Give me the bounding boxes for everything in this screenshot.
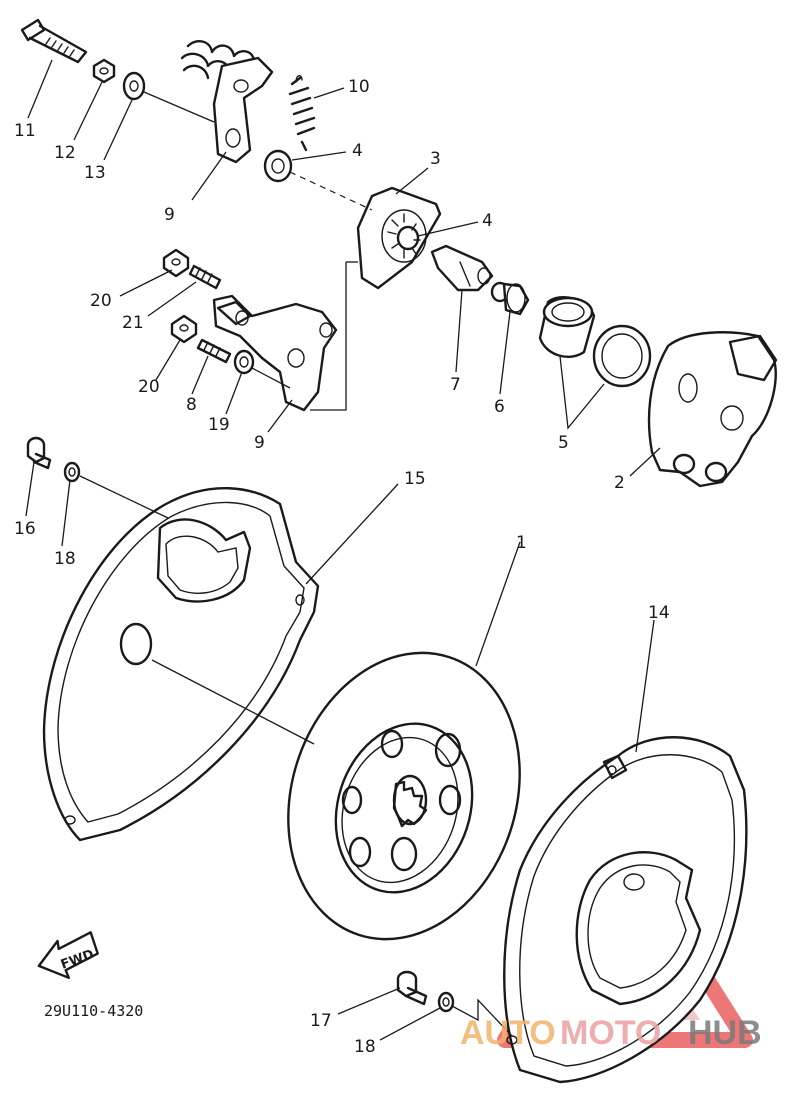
callout-15: 14 [648, 603, 670, 623]
callout-4a: 4 [352, 141, 363, 161]
fwd-arrow-icon: FWD [37, 931, 99, 980]
part-8-stud [196, 338, 232, 364]
callout-18b: 18 [354, 1037, 376, 1057]
callout-3: 3 [430, 149, 441, 169]
callout-2: 2 [614, 473, 625, 493]
callout-labels: 11 12 13 9 10 4 3 4 7 6 5 2 20 21 20 8 1… [14, 77, 670, 1057]
part-16-cover-plate [42, 487, 320, 842]
drawing-code: 29U110-4320 [44, 1002, 143, 1020]
callout-8: 8 [186, 395, 197, 415]
callout-6: 6 [494, 397, 505, 417]
callout-leaders [25, 59, 661, 1041]
part-14-washer [122, 71, 146, 101]
part-20-nut-lower [170, 314, 198, 344]
assembly-lines [79, 91, 513, 1037]
part-5-piston [538, 296, 596, 358]
callout-12: 11 [14, 121, 36, 141]
part-17-bolt-lower [396, 970, 428, 1006]
callout-14: 13 [84, 163, 106, 183]
part-11-spring [288, 75, 316, 152]
part-1-brake-disc [287, 651, 521, 941]
part-19-washer [233, 349, 255, 375]
part-12-bolt [20, 18, 88, 64]
callout-19: 19 [208, 415, 230, 435]
callout-11: 10 [348, 77, 370, 97]
callout-9: 9 [254, 433, 265, 453]
part-3-cover [356, 186, 442, 290]
part-17-bolt-upper [26, 436, 52, 470]
part-21-stud [188, 264, 222, 290]
watermark-text: AUTO MOTO HUB [460, 1014, 762, 1052]
part-7-shaft [430, 244, 494, 292]
part-4-seal-upper [263, 149, 293, 183]
callout-5: 5 [558, 433, 569, 453]
part-10-lever [180, 40, 274, 164]
callout-13: 12 [54, 143, 76, 163]
watermark-auto: AUTO [460, 1014, 556, 1052]
callout-4b: 4 [482, 211, 493, 231]
callout-21: 21 [122, 313, 144, 333]
part-15-disc-guard [503, 736, 748, 1084]
part-13-nut [92, 58, 116, 84]
watermark-hub: HUB [688, 1014, 762, 1052]
part-5-seal [592, 324, 652, 388]
callout-17a: 16 [14, 519, 36, 539]
part-9-bracket [212, 294, 338, 412]
callout-16: 15 [404, 469, 426, 489]
watermark-moto: MOTO [560, 1014, 661, 1052]
callout-7: 7 [450, 375, 461, 395]
callout-1: 1 [516, 533, 527, 553]
callout-20b: 20 [138, 377, 160, 397]
callout-17b: 17 [310, 1011, 332, 1031]
part-20-nut-upper [162, 248, 190, 278]
callout-10: 9 [164, 205, 175, 225]
part-18-washer-lower [437, 991, 455, 1013]
part-6-pin [490, 281, 530, 316]
callout-18a: 18 [54, 549, 76, 569]
part-18-washer-upper [63, 461, 81, 483]
callout-20a: 20 [90, 291, 112, 311]
part-2-caliper [647, 331, 778, 488]
